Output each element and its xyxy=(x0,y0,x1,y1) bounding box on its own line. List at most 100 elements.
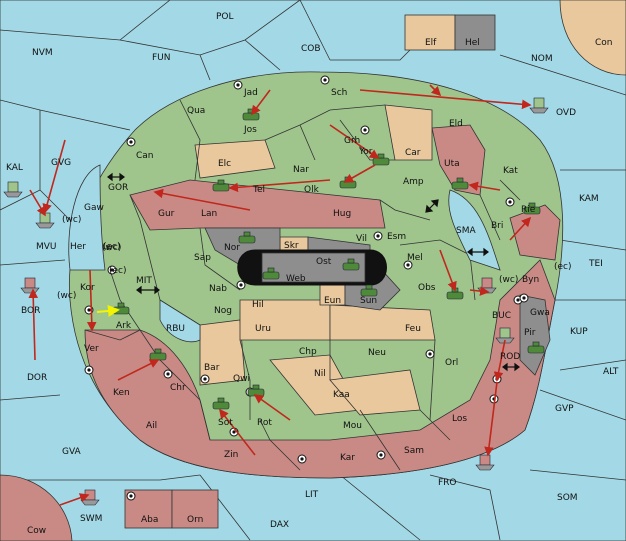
label-grh: Grh xyxy=(344,136,360,146)
province-elc[interactable] xyxy=(194,139,276,179)
label-jad: Jad xyxy=(243,88,258,98)
label-ark: Ark xyxy=(116,321,132,331)
province-car[interactable] xyxy=(384,104,433,161)
province-feu[interactable] xyxy=(329,304,436,341)
label-kaa: Kaa xyxy=(333,390,350,400)
label-tei: TEI xyxy=(588,259,603,269)
label-can: Can xyxy=(136,151,154,161)
label-feu: Feu xyxy=(405,324,421,334)
units-fleets[interactable] xyxy=(3,97,549,506)
label-pol: POL xyxy=(216,12,234,22)
army-ost xyxy=(342,258,360,271)
label-gvp: GVP xyxy=(555,404,574,414)
sc-kar xyxy=(376,450,386,460)
label-wc4: (wc) xyxy=(102,243,121,253)
label-sam: Sam xyxy=(404,446,424,456)
sc-zin xyxy=(297,454,307,464)
label-buc: BUC xyxy=(492,311,511,321)
army-pir xyxy=(527,341,545,354)
label-gur: Gur xyxy=(158,209,175,219)
label-byn: Byn xyxy=(522,275,539,285)
label-ost: Ost xyxy=(316,257,332,267)
army-sun xyxy=(360,284,378,297)
sea-sma-channel xyxy=(448,189,501,271)
label-olk: Olk xyxy=(304,185,320,195)
label-qua: Qua xyxy=(187,106,205,116)
sc-aba xyxy=(126,491,136,501)
sc-ver xyxy=(84,365,94,375)
support-arrow xyxy=(96,304,120,317)
label-gaw: Gaw xyxy=(84,203,104,213)
label-mit: MIT xyxy=(136,276,152,286)
label-wc3: (wc) xyxy=(62,215,81,225)
label-swm: SWM xyxy=(80,514,102,524)
label-vil: Vil xyxy=(356,234,367,244)
fleet-fro xyxy=(475,454,495,471)
label-mvu: MVU xyxy=(36,242,57,252)
sc-bri xyxy=(505,197,515,207)
label-som: SOM xyxy=(557,493,578,503)
army-rie xyxy=(523,202,541,215)
label-ver: Ver xyxy=(84,344,99,354)
fleet-rod xyxy=(495,327,515,344)
label-orl: Orl xyxy=(445,358,458,368)
label-con: Con xyxy=(595,38,613,48)
label-chp: Chp xyxy=(299,347,317,357)
supply-centers xyxy=(84,75,529,501)
ring-land xyxy=(68,71,564,479)
label-sun: Sun xyxy=(360,296,377,306)
sea-labels: POL NVM FUN COB NOM OVD KAM TEI KUP ALT … xyxy=(6,12,619,530)
label-eld: Eld xyxy=(449,119,463,129)
label-car: Car xyxy=(405,148,421,158)
label-yor: Yor xyxy=(358,147,373,157)
fleet-kal xyxy=(3,181,23,198)
sc-neu xyxy=(425,349,435,359)
label-her: Her xyxy=(70,242,86,252)
label-kup: KUP xyxy=(570,327,588,337)
label-aba: Aba xyxy=(141,515,158,525)
label-ec3: (ec) xyxy=(109,266,127,276)
label-nom: NOM xyxy=(531,54,553,64)
label-nog: Nog xyxy=(214,306,232,316)
sc-nab xyxy=(236,280,246,290)
province-nog-bar[interactable] xyxy=(199,319,246,386)
sea-gor-channel xyxy=(68,164,106,271)
label-kam: KAM xyxy=(579,194,599,204)
label-qwi: Qwi xyxy=(233,374,250,384)
label-zin: Zin xyxy=(224,450,238,460)
label-mel: Mel xyxy=(407,253,423,263)
province-hel[interactable] xyxy=(454,14,496,51)
label-gwa: Gwa xyxy=(530,308,550,318)
label-rie: Rie xyxy=(521,205,536,215)
sc-bar xyxy=(200,374,210,384)
label-obs: Obs xyxy=(418,283,436,293)
label-sch: Sch xyxy=(331,88,347,98)
label-uru: Uru xyxy=(255,324,271,334)
label-cob: COB xyxy=(301,44,321,54)
label-sap: Sap xyxy=(194,253,211,263)
label-wc2: (wc) xyxy=(57,291,76,301)
label-nar: Nar xyxy=(293,165,309,175)
label-dor: DOR xyxy=(27,373,47,383)
label-web: Web xyxy=(286,274,306,284)
army-kat xyxy=(451,177,469,190)
label-rod: ROD xyxy=(500,352,520,362)
label-fun: FUN xyxy=(152,53,171,63)
sc-sch xyxy=(320,75,330,85)
label-hel: Hel xyxy=(465,38,480,48)
label-elc: Elc xyxy=(218,159,231,169)
fleet-ovd xyxy=(529,97,549,114)
label-uta: Uta xyxy=(444,159,460,169)
label-nvm: NVM xyxy=(32,48,53,58)
province-elf[interactable] xyxy=(404,14,456,51)
label-gor: GOR xyxy=(108,183,128,193)
province-orn[interactable] xyxy=(171,489,219,529)
army-nor xyxy=(238,231,256,244)
label-elf: Elf xyxy=(425,38,437,48)
label-neu: Neu xyxy=(368,348,386,358)
label-gva: GVA xyxy=(62,447,82,457)
sc-vil xyxy=(373,231,383,241)
province-pir[interactable] xyxy=(519,294,551,376)
army-yor xyxy=(372,153,390,166)
